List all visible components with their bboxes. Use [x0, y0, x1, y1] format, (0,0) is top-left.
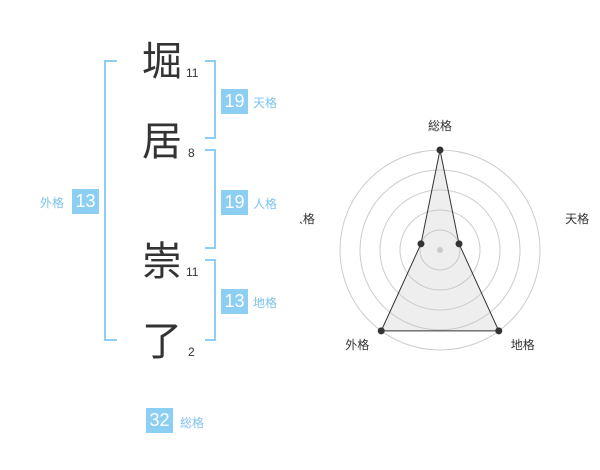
chikaku-bracket — [205, 259, 216, 341]
stroke-count-1: 11 — [186, 66, 199, 80]
radar-center-dot — [437, 247, 443, 253]
radar-axis-label-4: 外格 — [345, 337, 369, 352]
radar-point-1 — [436, 146, 444, 154]
gaikaku-label: 外格 — [40, 196, 65, 210]
jinkaku-bracket — [205, 149, 216, 249]
name-char-3: 崇 — [142, 239, 182, 285]
stroke-count-3: 11 — [186, 265, 199, 279]
radar-point-2 — [455, 240, 463, 248]
soukaku-value: 32 — [146, 408, 173, 433]
chikaku-label: 地格 — [253, 296, 278, 310]
jinkaku-value: 19 — [221, 190, 248, 215]
radar-point-4 — [377, 327, 385, 335]
name-char-1: 堀 — [142, 39, 182, 85]
name-char-4: 了 — [142, 319, 182, 365]
tenkaku-bracket — [205, 60, 216, 139]
soukaku-label: 総格 — [180, 416, 205, 430]
radar-ring-3 — [379, 189, 501, 311]
radar-data-polygon — [380, 149, 500, 332]
name-char-2: 居 — [142, 119, 182, 165]
stroke-count-2: 8 — [188, 146, 195, 160]
jinkaku-label: 人格 — [253, 197, 278, 211]
radar-ring-1 — [419, 229, 461, 271]
radar-axis-label-1: 総格 — [428, 118, 452, 133]
radar-axis-label-2: 天格 — [565, 211, 589, 226]
gaikaku-value: 13 — [72, 189, 99, 214]
gaikaku-bracket — [104, 60, 117, 341]
radar-axis-label-3: 地格 — [511, 337, 535, 352]
radar-ring-4 — [359, 169, 521, 331]
stroke-count-4: 2 — [188, 345, 195, 359]
chikaku-value: 13 — [221, 289, 248, 314]
radar-ring-2 — [399, 209, 481, 291]
radar-axis-label-5: 人格 — [300, 211, 315, 226]
tenkaku-label: 天格 — [253, 96, 278, 110]
tenkaku-value: 19 — [221, 89, 248, 114]
radar-point-5 — [417, 240, 425, 248]
radar-point-3 — [495, 327, 503, 335]
